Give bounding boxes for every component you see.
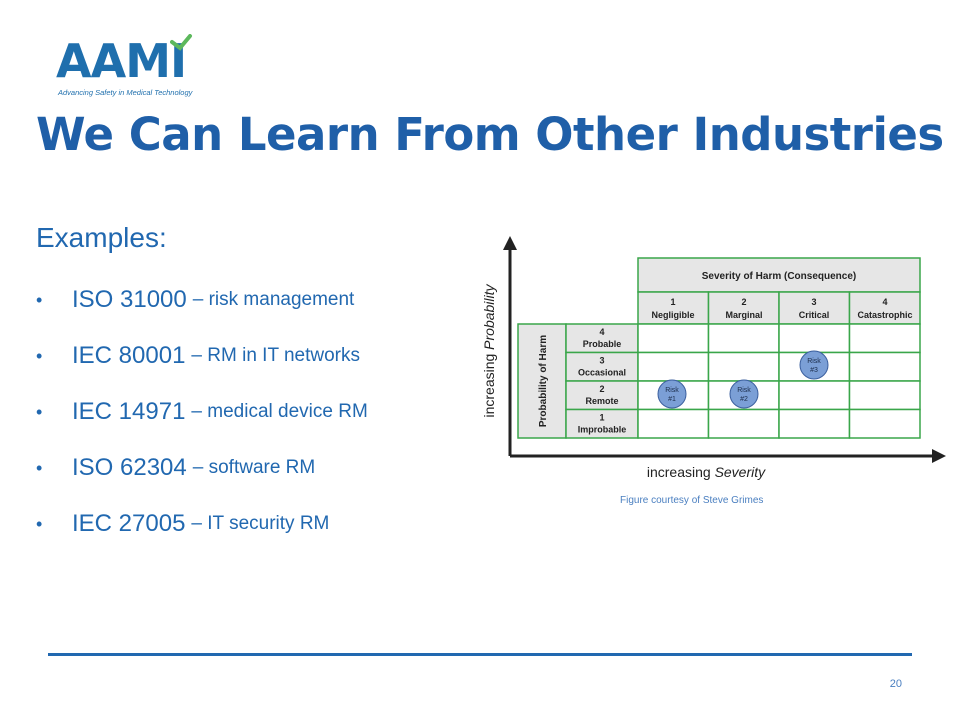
y-axis-arrow-icon [503,236,517,250]
list-item: • IEC 27005 – IT security RM [36,496,368,552]
risk-label: Risk [807,358,821,365]
matrix-cell [848,408,921,439]
risk-number: #3 [810,367,818,374]
logo-tagline: Advancing Safety in Medical Technology [58,88,193,97]
aami-logo: AAMI Advancing Safety in Medical Technol… [52,34,202,106]
severity-num: 4 [882,297,887,307]
risk-number: #2 [740,396,748,403]
probability-cell [565,408,639,439]
severity-num: 3 [811,297,816,307]
standard-name: ISO 62304 [72,454,187,481]
list-item: • ISO 31000 – risk management [36,272,368,328]
list-item: • ISO 62304 – software RM [36,440,368,496]
bullet-icon: • [36,345,43,366]
list-item: • IEC 80001 – RM in IT networks [36,328,368,384]
standard-description: – risk management [192,289,355,310]
probability-num: 2 [599,384,604,394]
probability-rows: 4 Probable 3 Occasional 2 Remote 1 Impro… [565,323,639,439]
standard-description: – RM in IT networks [191,345,361,366]
risk-label: Risk [737,387,751,394]
y-axis-title: increasing Probability [481,283,497,417]
matrix-cell [707,351,780,382]
matrix-grid [637,323,921,439]
matrix-cell [848,323,921,354]
standard-description: – software RM [192,457,316,478]
figure-credit: Figure courtesy of Steve Grimes [620,495,764,506]
probability-num: 1 [599,413,604,423]
standard-name: IEC 14971 [72,398,186,425]
matrix-cell [707,323,780,354]
probability-label: Occasional [578,368,626,378]
matrix-cell [637,408,710,439]
standard-name: IEC 80001 [72,342,186,369]
standard-name: ISO 31000 [72,286,187,313]
severity-cell [707,291,780,325]
probability-num: 3 [599,356,604,366]
severity-header-label: Severity of Harm (Consequence) [702,271,857,282]
severity-header-cell [637,257,921,293]
risk-marker: Risk #3 [799,350,829,380]
probability-label: Improbable [578,425,627,435]
risk-marker: Risk #2 [729,379,759,409]
severity-cell [778,291,851,325]
severity-label: Catastrophic [857,310,912,320]
x-axis-title: increasing Severity [647,464,766,480]
probability-header-label: Probability of Harm [538,335,549,427]
matrix-cell [778,408,851,439]
severity-label: Negligible [651,310,694,320]
matrix-cell [778,323,851,354]
standard-description: – medical device RM [191,401,368,422]
standard-description: – IT security RM [191,513,330,534]
risk-label: Risk [665,387,679,394]
bullet-icon: • [36,401,43,422]
severity-label: Critical [799,310,830,320]
risk-marker: Risk #1 [657,379,687,409]
standards-list: • ISO 31000 – risk management • IEC 8000… [36,272,368,552]
severity-columns: 1 Negligible 2 Marginal 3 Critical 4 Cat… [637,291,921,325]
page-number: 20 [889,678,902,690]
matrix-cell [848,351,921,382]
severity-cell [848,291,921,325]
bullet-icon: • [36,457,43,478]
severity-label: Marginal [725,310,762,320]
logo-swoosh-icon [170,34,192,51]
probability-label: Probable [583,339,622,349]
probability-header-cell [517,323,567,439]
standard-name: IEC 27005 [72,510,186,537]
probability-label: Remote [585,396,618,406]
list-item: • IEC 14971 – medical device RM [36,384,368,440]
severity-num: 1 [670,297,675,307]
matrix-cell [707,408,780,439]
matrix-cell [637,351,710,382]
matrix-cell [637,323,710,354]
x-axis-arrow-icon [932,449,946,463]
slide-title: We Can Learn From Other Industries [36,108,944,161]
severity-num: 2 [741,297,746,307]
footer-divider [48,653,912,656]
bullet-icon: • [36,513,43,534]
matrix-cell [778,380,851,411]
matrix-cell [848,380,921,411]
risk-number: #1 [668,396,676,403]
logo-wordmark: AAMI [56,34,187,88]
risk-matrix-diagram: increasing Probability increasing Severi… [481,236,946,480]
bullet-icon: • [36,289,43,310]
examples-label: Examples: [36,222,167,253]
probability-num: 4 [599,327,604,337]
probability-cell [565,323,639,354]
